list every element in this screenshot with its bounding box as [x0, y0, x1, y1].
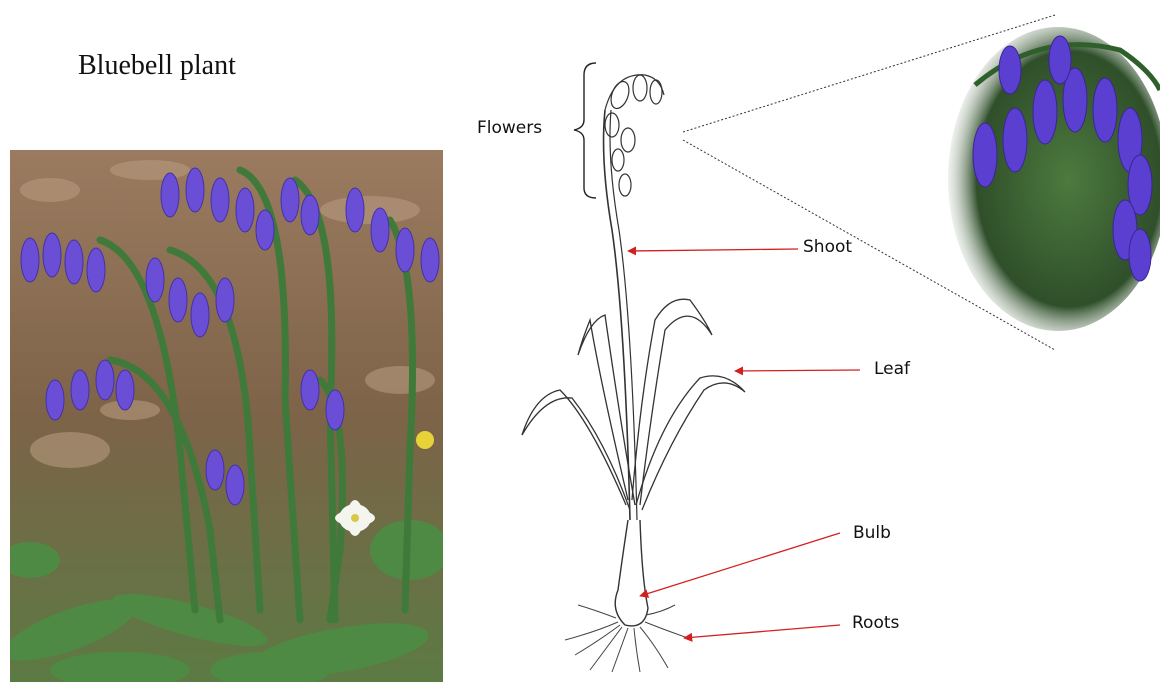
shoot-drawing — [604, 110, 630, 520]
leaf-arrow — [735, 370, 860, 371]
label-roots: Roots — [852, 613, 899, 633]
bulb-arrow — [640, 533, 840, 596]
label-flowers: Flowers — [477, 118, 542, 138]
roots-arrow — [684, 625, 840, 638]
roots-drawing — [565, 605, 688, 672]
label-shoot: Shoot — [803, 237, 852, 257]
bulb-drawing — [615, 520, 648, 626]
label-leaf: Leaf — [874, 359, 910, 379]
flowers-bracket — [574, 63, 596, 198]
flower-cluster-drawing — [605, 75, 664, 196]
shoot-arrow — [628, 249, 798, 251]
label-bulb: Bulb — [853, 523, 891, 543]
